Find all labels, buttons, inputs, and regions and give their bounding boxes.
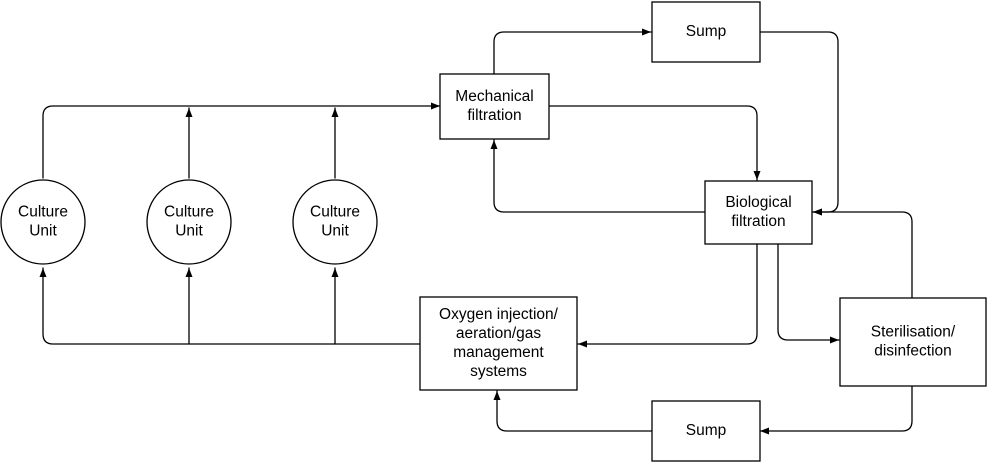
mechanical-filtration-label-line-1: Mechanical (455, 88, 533, 105)
culture-unit-1-label-line-2: Unit (29, 223, 57, 240)
edge-biological-to-mechanical (490, 139, 706, 213)
culture-unit-2-shape (146, 179, 232, 265)
edge-mechanical-to-sump-top (493, 28, 652, 75)
edge-sterilisation-to-sump-bottom (759, 385, 913, 435)
oxygen-injection-shape (419, 296, 578, 391)
edge-biological-to-oxygen (577, 243, 758, 348)
culture-unit-2-label-line-2: Unit (175, 223, 203, 240)
edge-sump-bottom-to-oxygen (493, 390, 653, 432)
oxygen-injection-label-line-4: systems (470, 363, 527, 380)
culture-unit-1-shape (0, 179, 86, 265)
mechanical-filtration: Mechanical filtration (439, 73, 550, 140)
mechanical-filtration-label: Mechanical filtration (455, 88, 533, 124)
oxygen-injection-label-line-3: management (453, 344, 544, 361)
culture-unit-3-label-line-1: Culture (310, 204, 360, 221)
oxygen-injection-label: Oxygen injection/aeration/gas management s… (439, 306, 559, 380)
edge-biological-to-sterilisation (777, 243, 840, 344)
biological-filtration-label: Biological filtration (725, 194, 791, 230)
culture-unit-3-label-line-2: Unit (321, 223, 349, 240)
biological-filtration-shape (704, 180, 813, 245)
sterilisation-disinfection-shape (839, 297, 987, 387)
edge-sterilisation-to-biological (812, 208, 913, 299)
edges (39, 28, 913, 435)
sump-top: Sump (651, 1, 761, 63)
sump-top-shape (651, 1, 761, 63)
sterilisation-disinfection-label: Sterilisation/disinfection (871, 324, 956, 360)
edge-culture-to-mechanical (42, 102, 441, 179)
sump-top-label-line-1: Sump (686, 23, 727, 40)
sterilisation-disinfection: Sterilisation/disinfection (839, 297, 987, 387)
oxygen-injection: Oxygen injection/aeration/gas management s… (419, 296, 578, 391)
sump-bottom-label: Sump (686, 422, 727, 439)
culture-unit-3-shape (292, 179, 378, 265)
oxygen-injection-label-line-1: Oxygen injection/ (439, 306, 559, 323)
sterilisation-disinfection-label-line-2: disinfection (874, 343, 952, 360)
biological-filtration-label-line-1: Biological (725, 194, 791, 211)
oxygen-injection-label-line-2: aeration/gas (456, 325, 542, 342)
sump-bottom-shape (651, 400, 761, 462)
sterilisation-disinfection-label-line-1: Sterilisation/ (871, 324, 956, 341)
sump-bottom: Sump (651, 400, 761, 462)
biological-filtration: Biological filtration (704, 180, 813, 245)
mechanical-filtration-shape (439, 73, 550, 140)
sump-top-label: Sump (686, 23, 727, 40)
mechanical-filtration-label-line-2: filtration (467, 107, 521, 124)
culture-unit-1-label-line-1: Culture (18, 204, 68, 221)
edge-mechanical-to-biological (548, 105, 761, 181)
biological-filtration-label-line-2: filtration (731, 213, 785, 230)
sump-bottom-label-line-1: Sump (686, 422, 727, 439)
edge-oxygen-to-culture (39, 267, 421, 345)
culture-unit-2-label-line-1: Culture (164, 204, 214, 221)
